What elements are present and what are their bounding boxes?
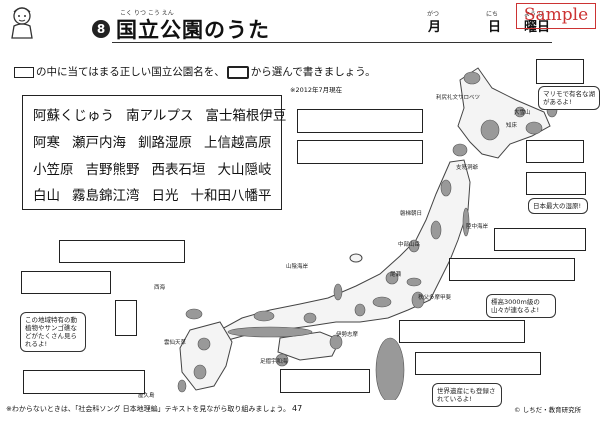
choice-item: 釧路湿原 [138,135,192,151]
choice-item: 霧島錦江湾 [72,188,140,204]
title-ruby: こく りつ こう えん [120,10,174,17]
choice-item: 白山 [33,188,60,204]
map-label: 足摺宇和海 [260,359,288,365]
copyright: © しちだ・教育研究所 [514,406,582,414]
choice-item: 大山隠岐 [217,162,272,178]
choice-item: 小笠原 [33,162,74,178]
answer-box[interactable] [526,140,584,163]
day-label: 日 [488,20,502,35]
choice-box-icon [226,65,249,79]
date-note: ※2012年7月現在 [290,86,343,94]
answer-box[interactable] [59,240,185,263]
sample-stamp: Sample [516,3,596,29]
mascot-illustration [8,6,36,40]
weekday-ruby: よう び [524,11,544,18]
choice-row: 白山霧島錦江湾日光十和田八幡平 [33,184,273,204]
page-title: 国立公園のうた [116,18,270,42]
map-label: 尾瀬 [390,272,402,278]
hint-bubble-heritage: 世界遺産にも登録されているよ! [432,383,502,407]
day-ruby: にち [486,11,499,18]
choice-row: 阿寒瀬戸内海釧路湿原上信越高原 [33,131,273,151]
instruction: の中に当てはまる正しい国立公園名を、 から選んで書きましょう。 [14,64,376,79]
choice-item: 瀬戸内海 [72,135,126,151]
map-label: 山陰海岸 [286,264,309,270]
answer-box[interactable] [297,109,423,133]
answer-box[interactable] [415,352,541,375]
hint-bubble-coral: この地域特有の動植物やサンゴ礁などがたくさん見られるよ! [20,312,86,352]
title-ruby-row: こく りつ こう えん [118,8,258,17]
choice-item: 西表石垣 [151,162,206,178]
weekday-label: 曜日 [524,20,551,35]
kyushu-island [179,321,233,391]
choice-item: 南アルプス [126,108,194,124]
map-label: 雲仙天草 [164,340,187,346]
lesson-number: 8 [92,20,110,38]
map-label: 知床 [506,123,518,129]
hokkaido-island [457,67,551,159]
answer-box[interactable] [280,369,370,393]
answer-box[interactable] [115,300,137,336]
answer-box[interactable] [21,271,111,294]
answer-box[interactable] [526,172,586,195]
month-label: 月 [428,20,442,35]
footer-hint: ※わからないときは、「社会科ソング 日本地理編」テキストを見ながら取り組みましょ… [6,405,290,413]
answer-box[interactable] [23,370,145,394]
map-label: 中部山岳 [398,242,421,248]
title-underline [112,42,552,43]
map-label: 支笏洞爺 [456,165,479,171]
hint-bubble-marimo: マリモで有名な湖があるよ! [538,86,600,110]
map-label: 磐梯朝日 [400,211,423,217]
choice-item: 日光 [151,188,179,204]
shikoku-island [277,331,341,361]
map-label: 陸中海岸 [466,224,489,230]
park-name-choices: 阿蘇くじゅう南アルプス富士箱根伊豆 阿寒瀬戸内海釧路湿原上信越高原 小笠原吉野熊… [22,95,286,210]
hint-bubble-wetland: 日本最大の湿原! [528,198,588,214]
choice-row: 阿蘇くじゅう南アルプス富士箱根伊豆 [33,104,286,124]
hint-bubble-mountains: 標高3000m級の山々が連なるよ! [486,294,556,318]
instruction-part1: の中に当てはまる正しい国立公園名を、 [36,66,225,78]
map-label: 利尻礼文サロベツ [436,95,481,101]
map-label: 大雪山 [514,110,531,116]
choice-item: 阿寒 [33,135,60,151]
month-ruby: がつ [427,11,440,18]
map-label: 秩父多摩甲斐 [418,295,452,301]
japan-map [177,67,558,400]
map-label: 伊勢志摩 [336,332,359,338]
instruction-part2: から選んで書きましょう。 [250,66,376,78]
choice-item: 吉野熊野 [85,162,140,178]
page-number: 47 [292,404,303,413]
answer-box[interactable] [536,59,584,84]
choice-item: 十和田八幡平 [190,188,272,204]
choice-item: 富士箱根伊豆 [205,108,287,124]
choice-row: 小笠原吉野熊野西表石垣大山隠岐 [33,158,273,178]
choice-item: 阿蘇くじゅう [33,108,114,124]
answer-box[interactable] [297,140,423,164]
answer-box-icon [14,66,34,78]
answer-box[interactable] [494,228,586,251]
map-label: 西海 [154,285,166,291]
answer-box[interactable] [399,320,525,343]
answer-box[interactable] [449,258,575,281]
map-label: 屋久島 [138,393,155,399]
choice-item: 上信越高原 [204,135,272,151]
